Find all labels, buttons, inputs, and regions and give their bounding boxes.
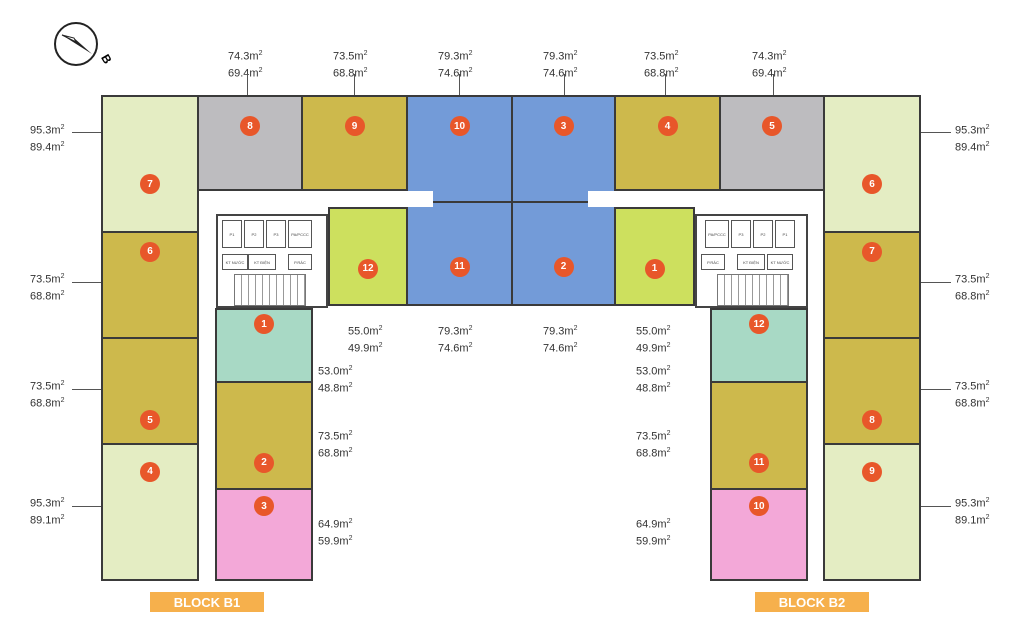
unit-b1-4[interactable]: 4	[101, 443, 199, 581]
compass-label: B	[98, 51, 115, 67]
unit-b1-10[interactable]: 10	[406, 95, 513, 203]
room-p-rac: P.RÁC	[288, 254, 312, 270]
compass	[54, 22, 98, 66]
unit-b2-6[interactable]: 6	[823, 95, 921, 233]
corridor-gap	[588, 191, 823, 207]
unit-b2-4[interactable]: 4	[614, 95, 721, 191]
room-p-rac: P.RÁC	[701, 254, 725, 270]
unit-b2-8[interactable]: 8	[823, 337, 921, 445]
room-p1: P1	[222, 220, 242, 248]
unit-b2-11[interactable]: 11	[710, 381, 808, 490]
unit-b1-11[interactable]: 11	[406, 201, 513, 306]
unit-b1-6[interactable]: 6	[101, 231, 199, 339]
room-kt-dien: KT ĐIỆN	[737, 254, 765, 270]
unit-b2-2[interactable]: 2	[511, 201, 616, 306]
compass-needle-icon	[61, 34, 92, 54]
unit-b2-7[interactable]: 7	[823, 231, 921, 339]
room-p1: P1	[775, 220, 795, 248]
unit-b1-7[interactable]: 7	[101, 95, 199, 233]
unit-b2-10[interactable]: 10	[710, 488, 808, 581]
core-b2: PA/PCCC P3 P2 P1 P.RÁC KT ĐIỆN KT NƯỚC	[695, 214, 808, 308]
block-b1-label: BLOCK B1	[150, 592, 264, 612]
room-p3: P3	[731, 220, 751, 248]
unit-b1-8[interactable]: 8	[197, 95, 303, 191]
corridor-gap	[199, 191, 433, 207]
room-p2: P2	[244, 220, 264, 248]
unit-b2-12[interactable]: 12	[710, 308, 808, 383]
unit-b2-5[interactable]: 5	[719, 95, 825, 191]
room-kt-nuoc: KT NƯỚC	[222, 254, 248, 270]
core-b1: P1 P2 P3 PA/PCCC KT NƯỚC KT ĐIỆN P.RÁC	[216, 214, 328, 308]
room-pccc: PA/PCCC	[705, 220, 729, 248]
unit-b1-9[interactable]: 9	[301, 95, 408, 191]
unit-b2-9[interactable]: 9	[823, 443, 921, 581]
room-p2: P2	[753, 220, 773, 248]
unit-b1-12[interactable]: 12	[328, 207, 408, 306]
block-b2-label: BLOCK B2	[755, 592, 869, 612]
unit-b1-3[interactable]: 3	[215, 488, 313, 581]
stairs	[717, 274, 789, 306]
unit-b2-3[interactable]: 3	[511, 95, 616, 203]
room-kt-dien: KT ĐIỆN	[248, 254, 276, 270]
room-p3: P3	[266, 220, 286, 248]
room-kt-nuoc: KT NƯỚC	[767, 254, 793, 270]
room-pccc: PA/PCCC	[288, 220, 312, 248]
unit-b1-2[interactable]: 2	[215, 381, 313, 490]
unit-b1-5[interactable]: 5	[101, 337, 199, 445]
unit-b2-1[interactable]: 1	[614, 207, 695, 306]
stairs	[234, 274, 306, 306]
unit-b1-1[interactable]: 1	[215, 308, 313, 383]
